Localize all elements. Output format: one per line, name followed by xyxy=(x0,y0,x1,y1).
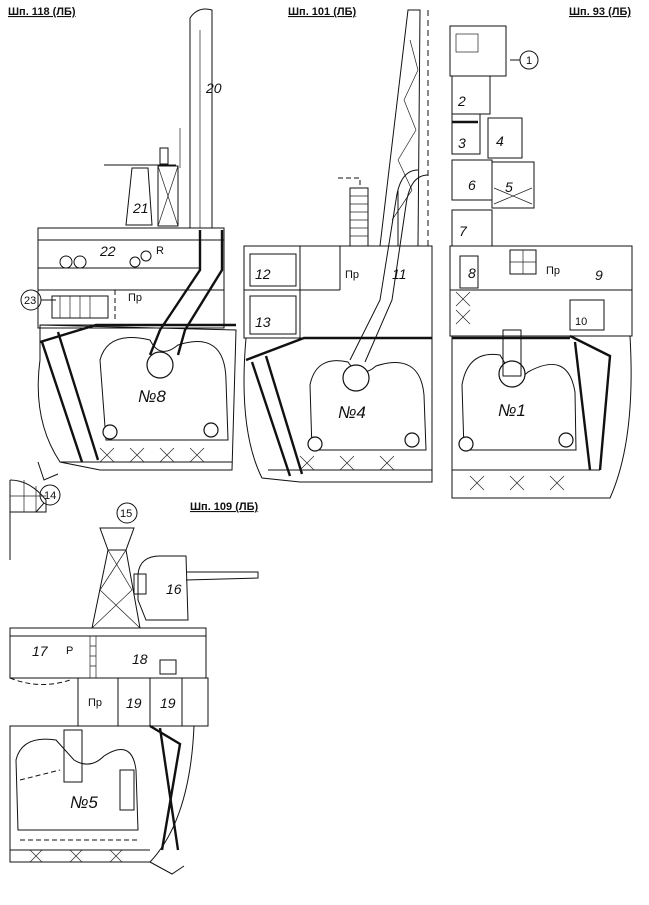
label-pr-93: Пр xyxy=(546,265,560,277)
tower-15 xyxy=(99,527,135,551)
label-11: 11 xyxy=(392,266,407,282)
label-1: 1 xyxy=(526,55,532,67)
label-2: 2 xyxy=(457,93,466,109)
gun-16 xyxy=(137,555,189,621)
boiler-8 xyxy=(99,337,229,441)
section-109: 17 18 19 19 16 P Пр №5 xyxy=(9,479,259,875)
hull-93 xyxy=(451,335,632,499)
header-frame-109: Шп. 109 (ЛБ) xyxy=(190,501,259,513)
label-9: 9 xyxy=(595,267,603,283)
header-frame-93: Шп. 93 (ЛБ) xyxy=(569,6,631,18)
label-7: 7 xyxy=(459,223,468,239)
label-r-118: R xyxy=(156,245,164,257)
signal-mast xyxy=(159,147,169,165)
uptake-118 xyxy=(148,230,202,356)
label-8: 8 xyxy=(468,265,476,281)
hull-109 xyxy=(9,725,195,863)
callout-14: 14 xyxy=(35,484,61,513)
label-22: 22 xyxy=(99,243,116,259)
label-pr-109: Пр xyxy=(88,697,102,709)
hull-label-1: №1 xyxy=(498,401,526,420)
label-19-a: 19 xyxy=(126,695,142,711)
callout-23: 23 xyxy=(20,289,56,311)
callout-1: 1 xyxy=(519,50,539,70)
boiler-4 xyxy=(309,360,427,451)
label-3: 3 xyxy=(458,135,466,151)
label-pr-118: Пр xyxy=(128,292,142,304)
label-6: 6 xyxy=(468,177,476,193)
hull-label-5: №5 xyxy=(70,793,98,812)
label-14: 14 xyxy=(44,490,56,502)
label-10: 10 xyxy=(575,316,587,328)
superstructure-118 xyxy=(37,227,225,329)
label-20: 20 xyxy=(205,80,222,96)
boiler-5 xyxy=(15,738,139,831)
label-5: 5 xyxy=(505,179,513,195)
callout-15: 15 xyxy=(116,502,138,524)
label-16: 16 xyxy=(166,581,182,597)
section-118: 20 21 22 R Пр №8 xyxy=(37,8,237,481)
mast-20 xyxy=(189,8,213,229)
hull-101 xyxy=(243,337,433,483)
hull-label-8: №8 xyxy=(138,387,166,406)
label-17: 17 xyxy=(32,643,49,659)
section-101: 12 13 11 Пр №4 xyxy=(243,9,433,483)
superstructure-93 xyxy=(449,245,633,337)
header-frame-101: Шп. 101 (ЛБ) xyxy=(288,6,357,18)
label-12: 12 xyxy=(255,266,271,282)
hull-118 xyxy=(37,324,237,471)
superstructure-101 xyxy=(243,245,433,339)
label-19-b: 19 xyxy=(160,695,176,711)
section-93: 2 3 4 5 6 7 8 9 10 Пр №1 xyxy=(449,25,633,499)
label-15: 15 xyxy=(120,508,132,520)
hull-label-4: №4 xyxy=(338,403,366,422)
label-18: 18 xyxy=(132,651,148,667)
label-23: 23 xyxy=(24,295,36,307)
label-r-109: P xyxy=(66,645,73,657)
label-pr-101: Пр xyxy=(345,269,359,281)
label-4: 4 xyxy=(496,133,504,149)
label-13: 13 xyxy=(255,314,271,330)
label-21: 21 xyxy=(132,200,149,216)
uptake-101 xyxy=(349,169,419,361)
tower-21 xyxy=(125,167,153,226)
header-frame-118: Шп. 118 (ЛБ) xyxy=(8,6,76,18)
lattice-mast xyxy=(379,9,421,247)
